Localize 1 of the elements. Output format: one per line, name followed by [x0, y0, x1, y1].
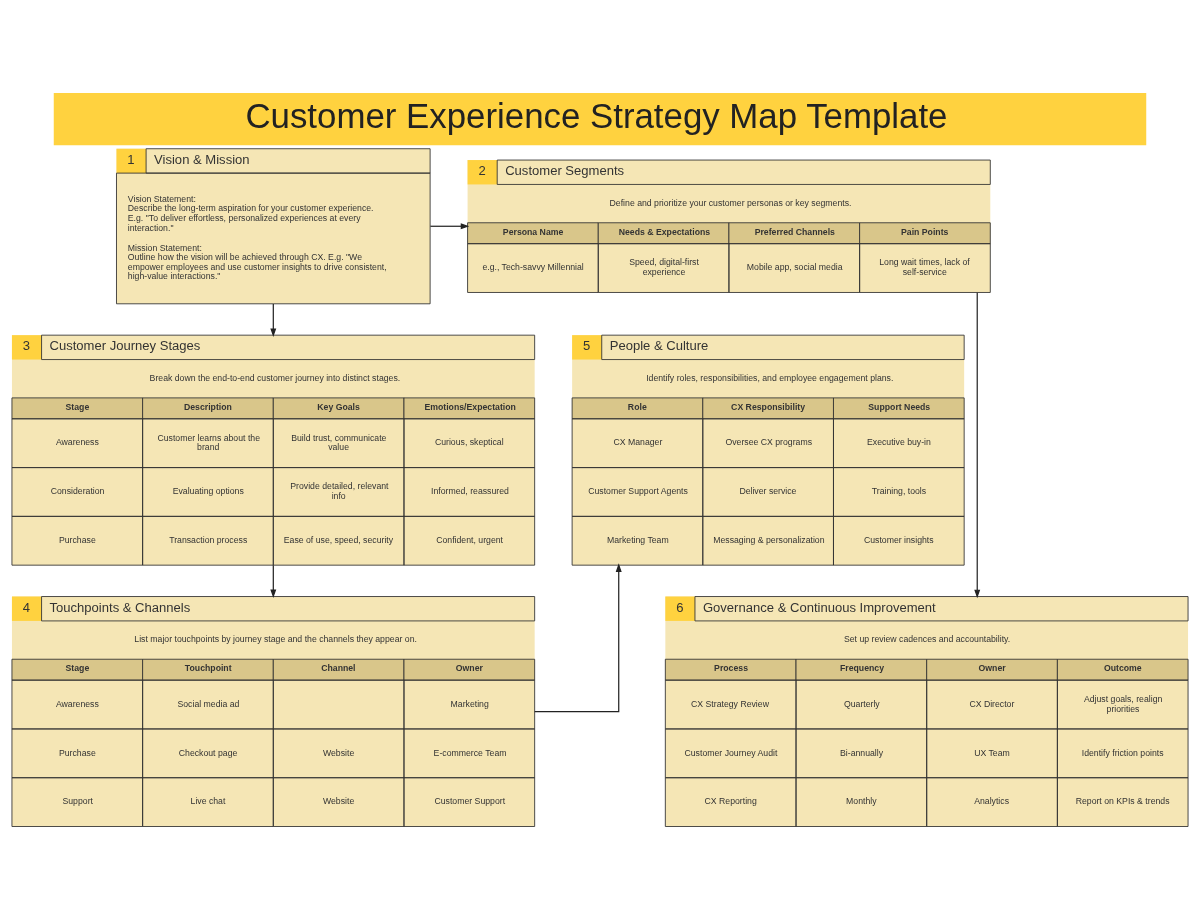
diagram-title: Customer Experience Strategy Map Template — [245, 95, 948, 135]
